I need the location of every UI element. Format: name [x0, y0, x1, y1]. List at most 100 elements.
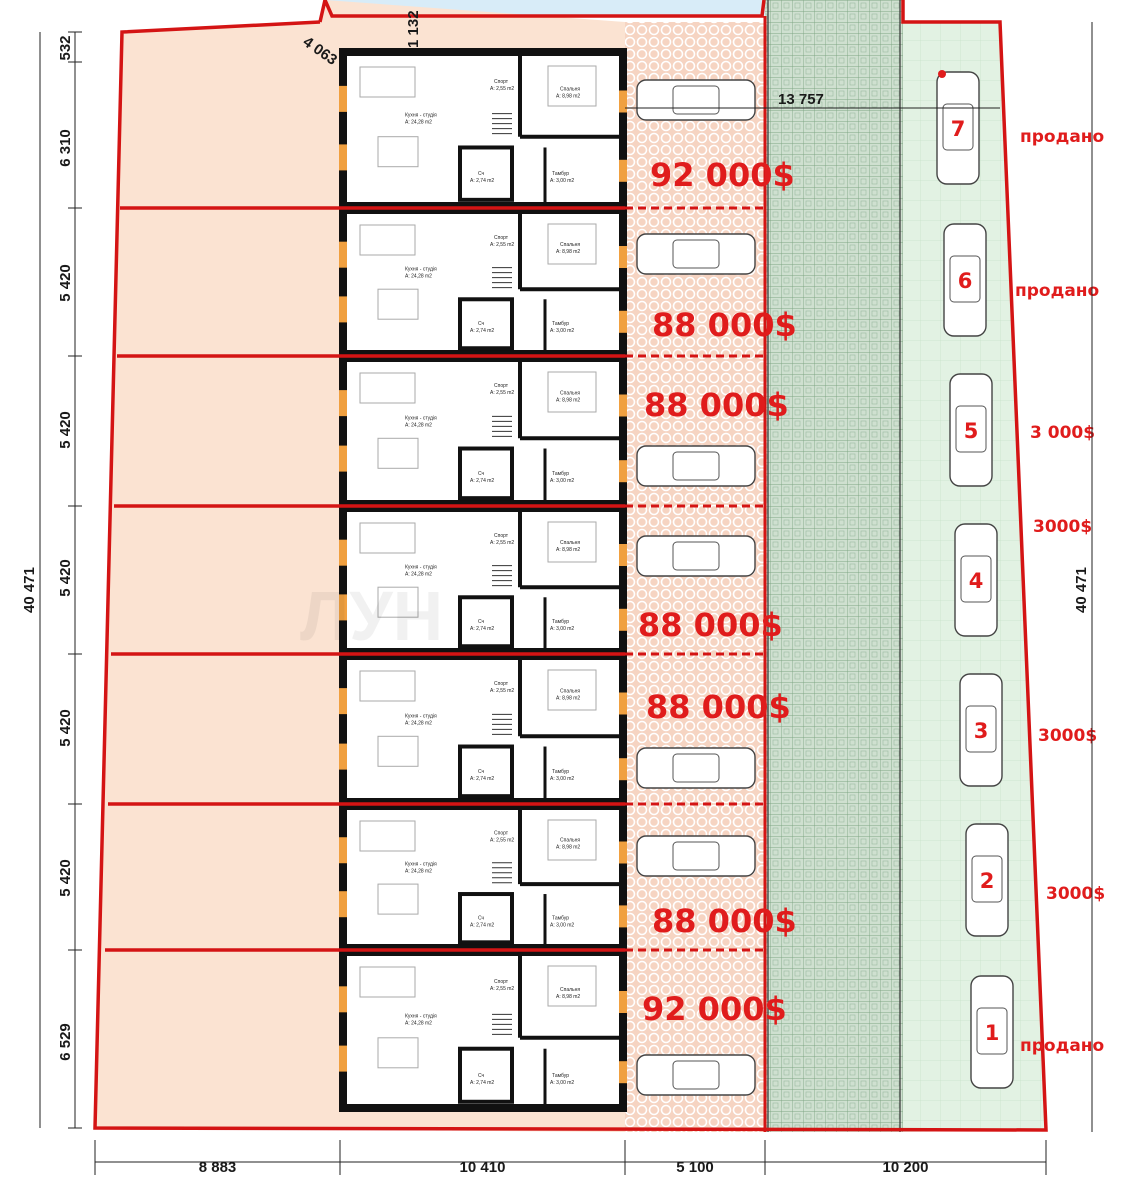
house-walls — [339, 948, 627, 1112]
car-icon — [636, 445, 756, 487]
car-body — [970, 975, 1014, 1089]
storage-label: Спорт — [494, 979, 509, 985]
storage-label: Спорт — [494, 681, 509, 687]
window — [619, 394, 627, 417]
parking-space-number: 6 — [958, 269, 973, 293]
living-room-label: Кухня - студія — [405, 1014, 437, 1020]
car-roof — [949, 255, 981, 303]
sofa — [359, 670, 416, 702]
left-segment-dimension: 532 — [57, 35, 74, 60]
townhouse-price: 88 000$ — [638, 606, 783, 644]
car-roof — [955, 405, 987, 453]
bedroom-label: Спальня — [560, 838, 580, 844]
window — [619, 991, 627, 1013]
dining-table — [377, 288, 419, 320]
vestibule-label: Тамбур — [552, 471, 569, 477]
car-icon — [636, 535, 756, 577]
window — [339, 539, 347, 566]
storage-label: Спорт — [494, 830, 509, 836]
vestibule-label: Тамбур — [552, 1073, 569, 1079]
wc-label: Сч — [478, 619, 485, 625]
left-segment-dimension: 5 420 — [57, 859, 74, 897]
parking-space-status: 3000$ — [1046, 884, 1105, 904]
living-room-area: А: 24,28 m2 — [405, 273, 432, 279]
bedroom-area: А: 8,98 m2 — [556, 994, 580, 1000]
car-icon — [959, 673, 1003, 787]
bedroom-area: А: 8,98 m2 — [556, 94, 580, 100]
townhouse-price: 92 000$ — [650, 156, 795, 194]
parking-space-number: 2 — [980, 869, 995, 893]
bedroom-area: А: 8,98 m2 — [556, 845, 580, 851]
storage-area: А: 2,55 m2 — [490, 986, 514, 992]
sofa — [359, 522, 416, 554]
bedroom-label: Спальня — [560, 87, 580, 93]
car-body — [636, 233, 756, 275]
window — [339, 986, 347, 1013]
window — [339, 241, 347, 268]
left-segment-dimension: 6 310 — [57, 129, 74, 167]
wc-area: А: 2,74 m2 — [470, 478, 494, 484]
vestibule-label: Тамбур — [552, 769, 569, 775]
wc-label: Сч — [478, 769, 485, 775]
left-segment-dimension: 5 420 — [57, 411, 74, 449]
living-room-label: Кухня - студія — [405, 113, 437, 119]
window — [339, 144, 347, 171]
wc-label: Сч — [478, 321, 485, 327]
car-roof — [672, 1060, 720, 1090]
window — [619, 310, 627, 333]
window — [339, 891, 347, 918]
bottom-segment-dimension: 8 883 — [199, 1159, 237, 1176]
living-room-label: Кухня - студія — [405, 415, 437, 421]
living-room-label: Кухня - студія — [405, 862, 437, 868]
window — [619, 90, 627, 113]
wc-area: А: 2,74 m2 — [470, 923, 494, 929]
watermark: ЛУН — [300, 577, 443, 655]
sofa — [359, 224, 416, 256]
inner-span-dimension: 13 757 — [778, 91, 824, 108]
house-floor — [343, 52, 623, 206]
left-segment-dimension: 5 420 — [57, 559, 74, 597]
window — [619, 544, 627, 566]
car-roof — [672, 753, 720, 783]
townhouse-price: 88 000$ — [644, 386, 789, 424]
car-icon — [943, 223, 987, 337]
bed — [547, 965, 597, 1007]
car-roof — [672, 85, 720, 115]
window — [619, 246, 627, 268]
car-icon — [636, 747, 756, 789]
car-body — [965, 823, 1009, 937]
wc-area: А: 2,74 m2 — [470, 328, 494, 334]
window — [619, 608, 627, 631]
vestibule-label: Тамбур — [552, 619, 569, 625]
car-body — [636, 445, 756, 487]
wc-area: А: 2,74 m2 — [470, 1080, 494, 1086]
car-icon — [965, 823, 1009, 937]
townhouse-price: 88 000$ — [652, 306, 797, 344]
car-body — [954, 523, 998, 637]
bedroom-label: Спальня — [560, 242, 580, 248]
bedroom-label: Спальня — [560, 391, 580, 397]
dining-table — [377, 883, 419, 915]
car-roof — [672, 541, 720, 571]
parking-space-status: 3000$ — [1038, 726, 1097, 746]
vestibule-area: А: 3,00 m2 — [550, 626, 574, 632]
window — [619, 758, 627, 781]
window — [339, 837, 347, 864]
vestibule-area: А: 3,00 m2 — [550, 478, 574, 484]
wc-room — [458, 595, 514, 649]
living-room-area: А: 24,28 m2 — [405, 869, 432, 875]
living-room-area: А: 24,28 m2 — [405, 422, 432, 428]
car-icon — [636, 79, 756, 121]
vestibule-label: Тамбур — [552, 171, 569, 177]
dining-table — [377, 1037, 419, 1069]
sofa — [359, 66, 416, 98]
wc-label: Сч — [478, 1073, 485, 1079]
wc-room — [458, 446, 514, 501]
wc-room — [458, 1046, 514, 1104]
townhouse-price: 88 000$ — [646, 688, 791, 726]
left-segment-dimension: 6 529 — [57, 1023, 74, 1061]
parking-space-status: продано — [1015, 281, 1099, 301]
car-roof — [672, 451, 720, 481]
